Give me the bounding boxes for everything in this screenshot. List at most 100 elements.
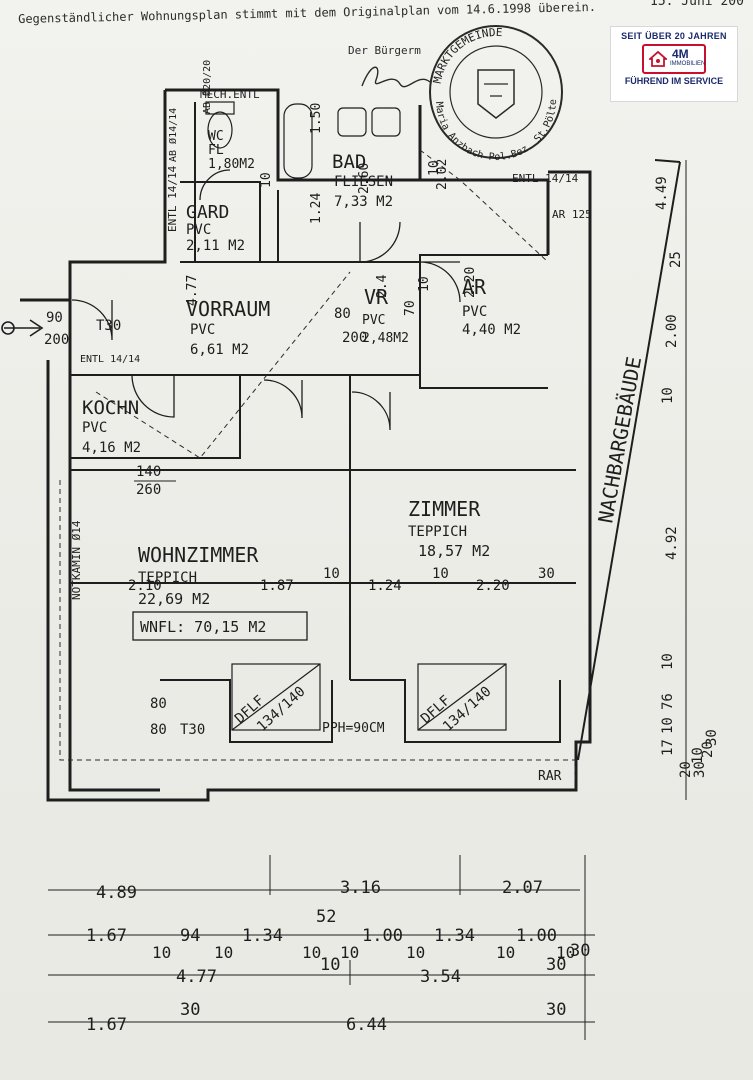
municipality-stamp: MARKTGEMEINDE Maria Anzbach Pol.Bez. St.… [0,0,563,163]
door-200-vr: 200 [342,330,367,346]
room-kochn-name: KOCHN [82,397,139,419]
bottom-dim-lines [48,855,595,1040]
dim-label: 30 [546,1000,566,1020]
room-ar-name: AR [462,275,487,299]
dim-line-4-labels: 1.67 30 6.44 30 [86,1000,566,1035]
dim-label: 10 [320,955,340,975]
entry-door-width: 90 [46,310,63,326]
dim-label: 1.50 [309,103,324,134]
wnfl-box [132,611,308,641]
entl-top-right-label: ENTL 14/14 [512,172,579,185]
dim-label: 10 [660,653,676,670]
door-swings [71,169,461,431]
dim-label: 25 [668,251,684,268]
dim-label: 10 [406,943,425,962]
agency-badge: SEIT ÜBER 20 JAHREN 4M IMMOBILIEN FÜHREN… [610,26,738,102]
room-vr-floor: PVC [362,313,385,328]
dim-label: 30 [180,1000,200,1020]
dim-label: 70 [403,300,418,316]
entl-left-label: ENTL 14/14 [166,165,179,232]
dim-label: 2.10 [128,578,162,594]
room-wohnzimmer-area: 22,69 M2 [138,590,210,608]
room-ar-floor: PVC [462,304,487,320]
room-zimmer-floor: TEPPICH [408,524,467,540]
dim-label: 2.07 [502,878,543,898]
stamp-ring-bottom: Maria Anzbach Pol.Bez. St.Pölten, N.Ö. [0,0,559,163]
dim-label: 10 [152,943,171,962]
ceiling-lines [59,149,576,780]
room-kochn-area: 4,16 M2 [82,440,141,456]
door-80-b: 80 [150,722,167,738]
dim-label: 20 [678,761,694,778]
dim-label: 4.92 [664,526,680,560]
dim-label: 2.02 [435,159,450,190]
room-zimmer-name: ZIMMER [408,497,481,521]
dim-label: 6.44 [346,1015,387,1035]
dim-label: 1.67 [86,926,127,946]
bath-fixtures [205,101,401,179]
dim-label: 3.16 [340,878,381,898]
entl-vorraum-label: ENTL 14/14 [80,354,140,365]
dim-label: 10 [417,276,432,292]
entry-arrow-icon [1,319,44,337]
dim-label: 10 [660,717,676,734]
ar125-label: AR 125 [552,208,592,221]
kitchen-door-height: 260 [136,482,161,498]
door-80-a: 80 [150,696,167,712]
room-gard-area: 2,11 M2 [186,238,245,254]
stamp-ring-top: MARKTGEMEINDE [431,26,503,85]
dim-label: 10 [427,160,442,176]
room-wc-name: WC [208,129,224,144]
dim-label: 1.34 [242,926,283,946]
dim-label: 2.4 [375,274,390,298]
badge-brand-sub: IMMOBILIEN [670,61,706,67]
dim-label: 1.24 [368,578,402,594]
entry-door-height: 200 [44,332,69,348]
dim-label: 10 [556,943,575,962]
ab-left-label: AB Ø14/14 [167,108,179,162]
outer-walls [20,88,592,802]
ab-left2-label: AB Ø20/20 [201,60,213,114]
room-gard-name: GARD [186,202,229,223]
dim-label: 10 [660,387,676,404]
room-vorraum-name: VORRAUM [186,297,270,321]
room-bad-floor: FLIESEN [334,174,393,190]
badge-top-text: SEIT ÜBER 20 JAHREN [621,31,727,41]
dim-label: 4.77 [176,967,217,987]
notkamin-label: NOTKAMIN Ø14 [70,520,83,600]
dim-label: 3.54 [420,967,461,987]
dim-label: 1.00 [362,926,403,946]
signer-label: Der Bürgerm [348,44,421,57]
room-wc-area: 1,80M2 [208,157,255,172]
room-vorraum-floor: PVC [190,322,215,338]
neighbour-boundary [577,159,681,761]
dim-label: 94 [180,926,200,946]
nachbar-label: NACHBARGEBÄUDE [593,355,646,525]
dim-label: 1.24 [309,193,324,224]
dim-label: 1.67 [86,1015,127,1035]
dim-label: 10 [690,747,706,764]
dim-label: 2.00 [664,314,680,348]
dim-label: 1.87 [260,578,294,594]
kitchen-door-width: 140 [136,464,161,480]
room-ar-area: 4,40 M2 [462,322,521,338]
room-bad-area: 7,33 M2 [334,194,393,210]
dim-label: 17 [660,739,676,756]
signature-scribble [361,66,431,88]
dim-label: 52 [316,907,336,927]
dim-label: 2.20 [476,578,510,594]
dim-label: 4.77 [185,275,200,306]
dim-label: 10 [259,172,274,188]
dim-label: 76 [660,693,676,710]
door-80-vr: 80 [334,306,351,322]
rar-label: RAR [538,769,562,784]
dim-label: 30 [704,729,720,746]
agency-logo: 4M IMMOBILIEN [642,44,706,74]
room-gard-floor: PVC [186,222,211,238]
wnfl-summary: WNFL: 70,15 M2 [140,618,266,636]
badge-bottom-text: FÜHREND IM SERVICE [624,76,724,86]
